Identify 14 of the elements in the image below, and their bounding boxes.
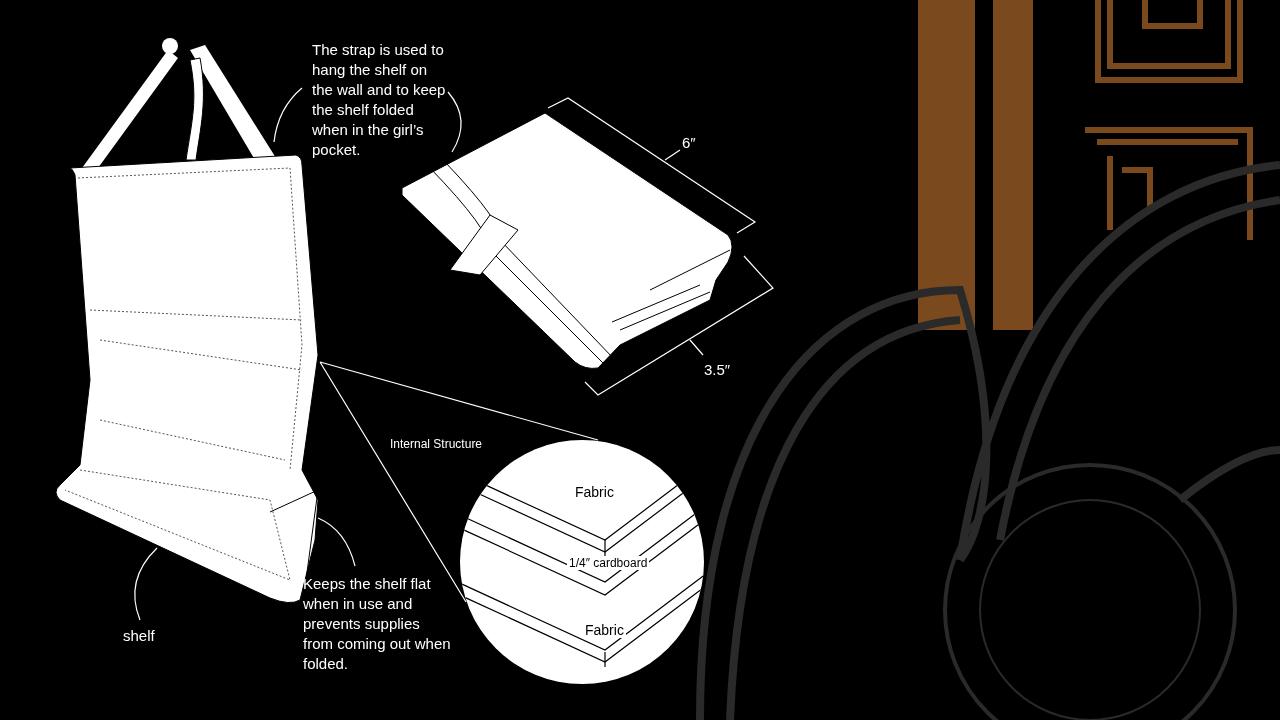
leader-line bbox=[134, 547, 158, 621]
leader-line bbox=[447, 91, 462, 153]
magnifier-lines bbox=[319, 361, 599, 603]
callout-text: Keeps the shelf flat when in use and prevents supplies from coming out when folded. bbox=[303, 574, 451, 674]
leader-line bbox=[317, 517, 356, 567]
dimension-label: 6″ bbox=[682, 133, 696, 153]
leader-line bbox=[273, 87, 303, 143]
layer-label: Fabric bbox=[583, 622, 626, 638]
layer-label: Fabric bbox=[573, 484, 616, 500]
dimension-label: 3.5″ bbox=[704, 360, 731, 380]
callout-text: The strap is used to hang the shelf on the wall and to keep the shelf folded when in the girl’s pocket. bbox=[312, 40, 452, 160]
callout-text: shelf bbox=[123, 626, 155, 646]
layer-label: 1/4″ cardboard bbox=[567, 556, 650, 570]
section-heading: Internal Structure bbox=[390, 437, 483, 451]
